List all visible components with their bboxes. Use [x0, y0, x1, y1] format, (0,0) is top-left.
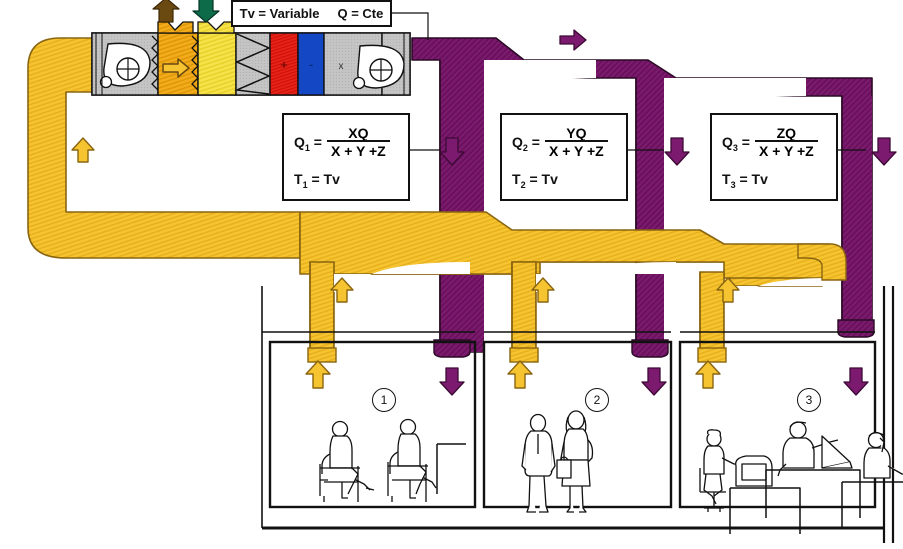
- t1-symbol: T: [294, 171, 303, 188]
- room-number-3: 3: [797, 388, 821, 412]
- q3-numerator: ZQ: [776, 125, 797, 141]
- return-fan-icon: [99, 42, 151, 89]
- room-number-1: 1: [372, 388, 396, 412]
- t3-symbol: T: [722, 171, 731, 188]
- return-arrow-main: [559, 29, 587, 51]
- q2-subscript: 2: [522, 142, 528, 153]
- t1-subscript: 1: [302, 180, 308, 190]
- supply-arrow-room-1: [305, 360, 331, 389]
- q2-symbol: Q: [512, 133, 523, 150]
- q2-numerator: YQ: [566, 125, 587, 141]
- q1-denominator: X + Y +Z: [326, 140, 390, 159]
- supply-arrow-branch-1: [330, 277, 354, 303]
- room-2: [482, 340, 673, 509]
- supply-arrow-room-3: [695, 360, 721, 389]
- room-3: [678, 340, 877, 509]
- q3-denominator: X + Y +Z: [754, 140, 818, 159]
- t2-symbol: T: [512, 171, 521, 188]
- return-arrow-branch-3: [871, 137, 897, 166]
- q1-symbol: Q: [294, 133, 305, 150]
- return-arrow-room-2: [641, 367, 667, 396]
- t3-subscript: 3: [730, 180, 736, 190]
- svg-text:x: x: [339, 61, 344, 72]
- room-2-occupants: [521, 410, 594, 513]
- return-arrow-branch-1: [439, 137, 465, 166]
- formula-box-zone-3: Q3 = ZQ X + Y +Z T3 = Tv: [710, 113, 838, 201]
- tv-variable-label: Tv = Variable: [239, 6, 320, 21]
- return-arrow-room-3: [843, 367, 869, 396]
- supply-arrow-left: [71, 137, 95, 163]
- svg-text:-: -: [309, 56, 314, 72]
- room-1: [268, 340, 477, 509]
- exhaust-air-arrow-icon: [152, 0, 180, 23]
- air-handling-unit: + - x x: [91, 32, 411, 96]
- flow-arrows: [71, 29, 897, 396]
- q1-numerator: XQ: [348, 125, 369, 141]
- t2-value: = Tv: [529, 171, 558, 188]
- formula-box-zone-1: Q1 = XQ X + Y +Z T1 = Tv: [282, 113, 410, 201]
- leader-lines: [392, 12, 866, 151]
- q3-subscript: 3: [732, 142, 738, 153]
- supply-arrow-branch-2: [531, 277, 555, 303]
- q1-subscript: 1: [304, 142, 310, 153]
- room-1-occupants: [319, 418, 466, 502]
- room-number-2: 2: [585, 388, 609, 412]
- outdoor-air-stubs: [157, 21, 235, 34]
- q3-symbol: Q: [722, 133, 733, 150]
- tv-q-annotation-box: Tv = Variable Q = Cte: [231, 0, 392, 27]
- return-arrow-branch-2: [664, 137, 690, 166]
- q-constant-label: Q = Cte: [337, 6, 384, 21]
- svg-text:+: +: [280, 57, 288, 72]
- t3-value: = Tv: [739, 171, 768, 188]
- return-arrow-room-1: [439, 367, 465, 396]
- mixing-arrow-icon: [162, 58, 190, 78]
- fresh-air-intake-arrow-icon: [192, 0, 220, 23]
- supply-fan-icon: [352, 44, 405, 90]
- t2-subscript: 2: [520, 180, 526, 190]
- supply-arrow-room-2: [507, 360, 533, 389]
- room-3-occupants: [699, 421, 903, 534]
- t1-value: = Tv: [311, 171, 340, 188]
- formula-box-zone-2: Q2 = YQ X + Y +Z T2 = Tv: [500, 113, 628, 201]
- q2-denominator: X + Y +Z: [544, 140, 608, 159]
- building-rooms: [261, 286, 895, 543]
- supply-arrow-branch-3: [716, 277, 740, 303]
